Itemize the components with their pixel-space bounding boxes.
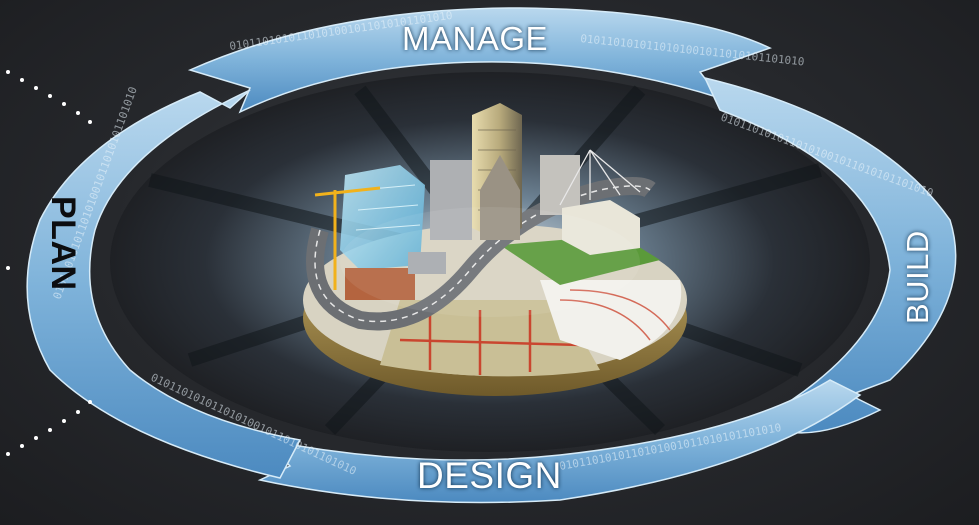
ring-arc-plan	[26, 89, 302, 479]
ring-arc-build	[703, 76, 957, 434]
stage-label-manage: MANAGE	[402, 20, 549, 57]
construction-site	[345, 268, 415, 300]
city-platform	[303, 103, 687, 396]
dotted-connector	[6, 70, 92, 456]
stage-label-design: DESIGN	[417, 455, 562, 496]
cable-bridge	[559, 149, 641, 206]
stage-label-plan: PLAN	[44, 196, 82, 291]
office-building	[430, 160, 472, 240]
low-white-building	[562, 200, 640, 255]
ring-arc-manage	[187, 7, 772, 114]
spire-building	[480, 155, 520, 240]
lifecycle-ring	[26, 7, 957, 504]
center-glow	[340, 207, 640, 317]
stage-label-build: BUILD	[900, 230, 935, 324]
blueprint-area	[380, 300, 600, 377]
small-box-building	[408, 252, 446, 274]
crane	[314, 186, 381, 290]
